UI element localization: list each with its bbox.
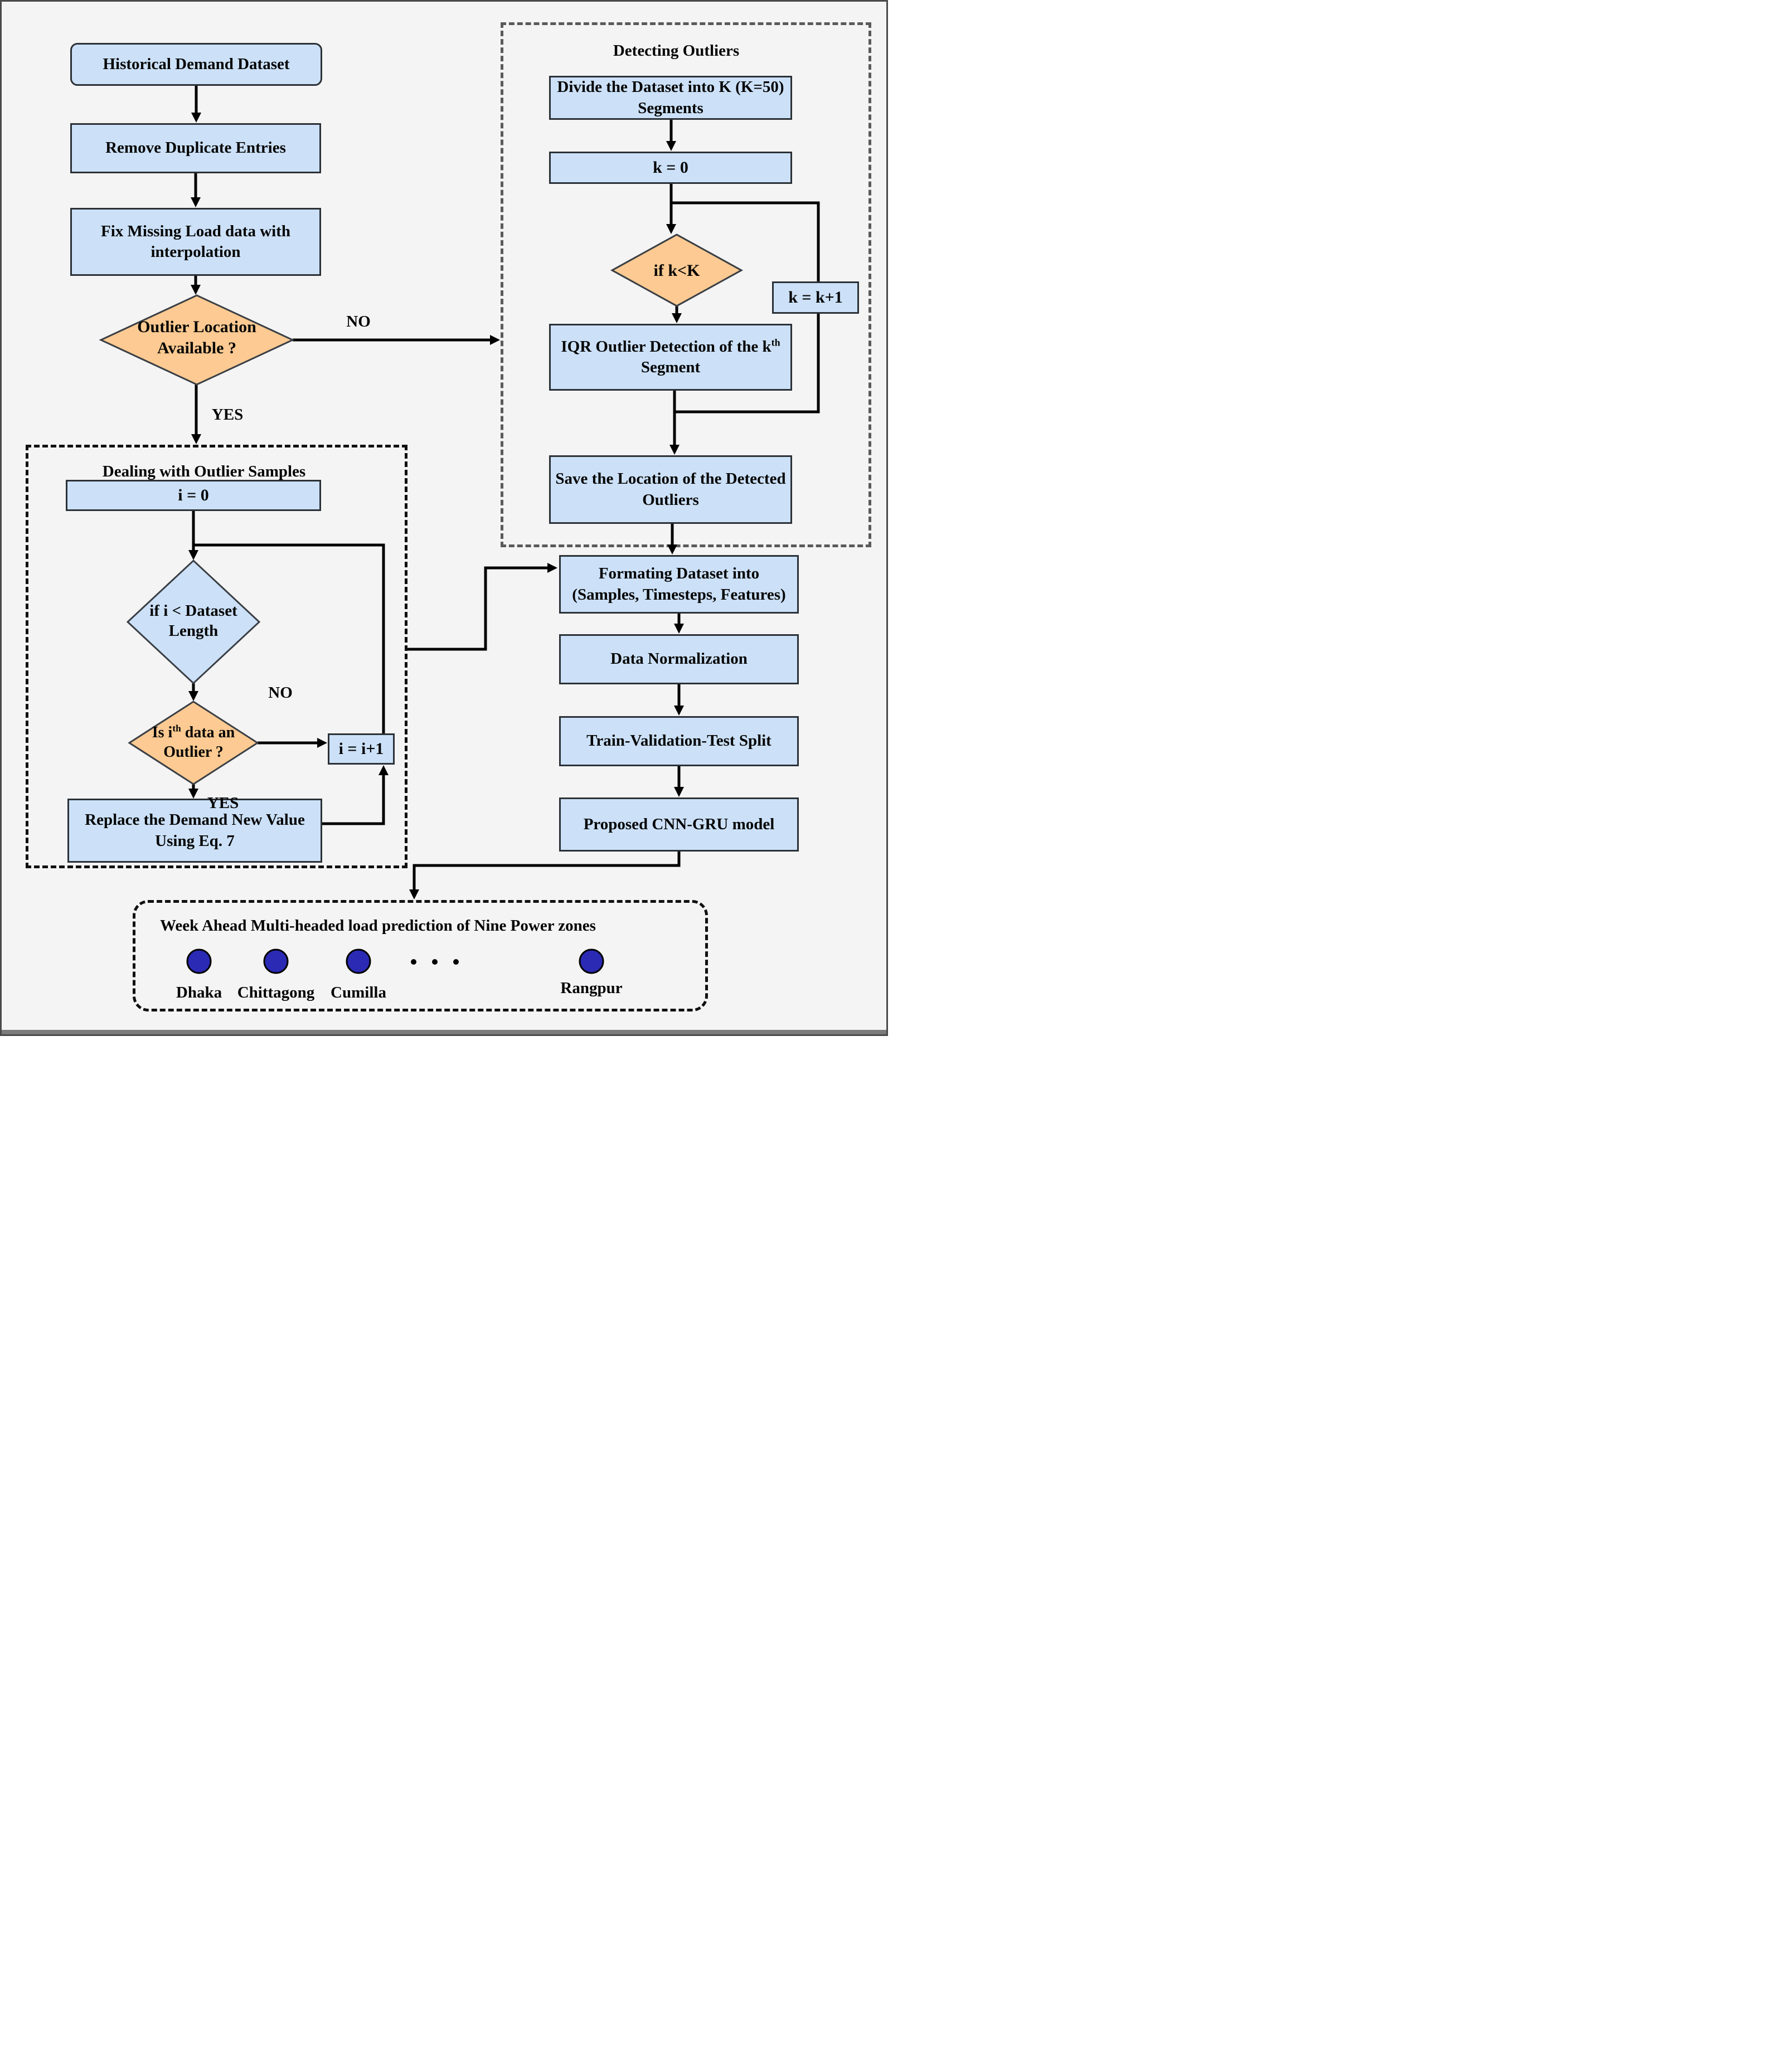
detecting-group-title: Detecting Outliers <box>613 42 740 60</box>
zone-circle-dhaka <box>186 949 212 974</box>
ellipsis-dot-1 <box>411 959 416 965</box>
outlier-location-line1: Outlier Location <box>137 318 256 336</box>
if-i-line2: Length <box>168 622 219 640</box>
yes-branch-label-outer: YES <box>211 406 244 424</box>
is-ith-sup: th <box>172 723 181 734</box>
is-ith-pre: Is i <box>152 724 173 741</box>
zone-label-chittagong: Chittagong <box>237 984 315 1001</box>
remove-duplicates-label: Remove Duplicate Entries <box>105 139 286 157</box>
save-line2: Outliers <box>642 490 699 509</box>
iqr-line1: IQR Outlier Detection of the kth <box>561 337 780 357</box>
fix-missing-line1: Fix Missing Load data with <box>101 222 290 240</box>
dealing-outlier-samples-group-box <box>26 445 407 868</box>
dealing-group-title: Dealing with Outlier Samples <box>102 463 306 480</box>
historical-demand-dataset-label: Historical Demand Dataset <box>103 55 290 73</box>
loop-line-i-increment-return <box>193 543 385 733</box>
outlier-location-diamond-text: Outlier Location Available ? <box>108 317 286 358</box>
if-i-line1: if i < Dataset <box>149 602 237 620</box>
i-init-box: i = 0 <box>66 480 321 511</box>
train-validation-test-split-box: Train-Validation-Test Split <box>559 716 799 766</box>
ellipsis-dot-2 <box>432 959 438 965</box>
k-init-label: k = 0 <box>653 158 688 177</box>
iqr-sup: th <box>771 337 780 348</box>
divide-dataset-box: Divide the Dataset into K (K=50) Segment… <box>549 76 792 120</box>
formating-line1: Formating Dataset into <box>598 565 760 583</box>
replace-demand-value-box: Replace the Demand New Value Using Eq. 7 <box>67 799 322 863</box>
cnn-gru-model-label: Proposed CNN-GRU model <box>583 815 775 833</box>
is-ith-line1: Is ith data an <box>129 723 258 742</box>
i-init-label: i = 0 <box>178 485 209 504</box>
decision-diamonds <box>99 234 744 785</box>
flow-arrows <box>188 86 820 899</box>
replace-line1: Replace the Demand New Value <box>85 811 305 829</box>
if-i-diamond-text: if i < Dataset Length <box>132 601 255 641</box>
detecting-outliers-group-box <box>501 22 871 547</box>
diamond-if-k-lt-K <box>610 234 744 307</box>
zone-label-rangpur: Rangpur <box>560 979 623 997</box>
diamond-outlier-location-available <box>99 294 295 386</box>
is-ith-diamond-text: Is ith data an Outlier ? <box>129 723 258 762</box>
train-validation-test-split-label: Train-Validation-Test Split <box>586 732 771 750</box>
is-ith-post: data an <box>181 724 235 741</box>
zone-circles <box>186 949 604 974</box>
yes-branch-label-inner: YES <box>207 794 239 812</box>
i-increment-box: i = i+1 <box>328 733 395 765</box>
diamond-is-ith-data-outlier <box>128 701 259 785</box>
ellipsis-dot-3 <box>453 959 459 965</box>
iqr-detection-box: IQR Outlier Detection of the kth Segment <box>549 324 792 391</box>
no-branch-label-inner: NO <box>268 684 293 702</box>
outlier-location-line2: Available ? <box>157 338 236 357</box>
zone-circle-chittagong <box>263 949 289 974</box>
if-k-diamond-text: if k<K <box>653 261 700 280</box>
zone-label-dhaka: Dhaka <box>176 984 222 1001</box>
divide-line2: Segments <box>638 99 703 117</box>
save-outlier-locations-box: Save the Location of the Detected Outlie… <box>549 455 792 524</box>
diamond-if-i-lt-dataset-length <box>126 559 261 685</box>
is-ith-line2: Outlier ? <box>163 743 224 761</box>
connector-model-to-output <box>409 852 681 899</box>
k-init-box: k = 0 <box>549 152 792 184</box>
no-branch-label-outer: NO <box>346 313 371 330</box>
formating-dataset-box: Formating Dataset into (Samples, Timeste… <box>559 555 799 614</box>
k-increment-label: k = k+1 <box>788 288 843 307</box>
remove-duplicates-box: Remove Duplicate Entries <box>70 123 321 173</box>
iqr-pre: IQR Outlier Detection of the k <box>561 337 771 356</box>
i-increment-label: i = i+1 <box>338 739 384 758</box>
save-line1: Save the Location of the Detected <box>555 470 786 488</box>
historical-demand-dataset-box: Historical Demand Dataset <box>70 43 322 86</box>
zone-circle-cumilla <box>346 949 371 974</box>
zone-label-cumilla: Cumilla <box>331 984 386 1001</box>
iqr-line2: Segment <box>640 358 701 376</box>
replace-line2: Using Eq. 7 <box>155 831 235 850</box>
cnn-gru-model-box: Proposed CNN-GRU model <box>559 797 799 852</box>
divide-line1: Divide the Dataset into K (K=50) <box>557 78 784 96</box>
zone-circle-rangpur <box>579 949 604 974</box>
prediction-output-group-box <box>133 900 708 1011</box>
data-normalization-box: Data Normalization <box>559 634 799 684</box>
connector-dealing-to-formating <box>407 563 557 651</box>
output-title: Week Ahead Multi-headed load prediction … <box>160 917 596 935</box>
fix-missing-line2: interpolation <box>151 243 241 261</box>
k-increment-box: k = k+1 <box>772 281 859 314</box>
data-normalization-label: Data Normalization <box>610 650 748 668</box>
fix-missing-data-box: Fix Missing Load data with interpolation <box>70 208 321 276</box>
line-replace-to-i-increment <box>322 765 389 825</box>
flowchart-canvas: Historical Demand Dataset Remove Duplica… <box>0 0 888 1036</box>
connector-layer <box>99 86 820 974</box>
formating-line2: (Samples, Timesteps, Features) <box>572 585 786 604</box>
